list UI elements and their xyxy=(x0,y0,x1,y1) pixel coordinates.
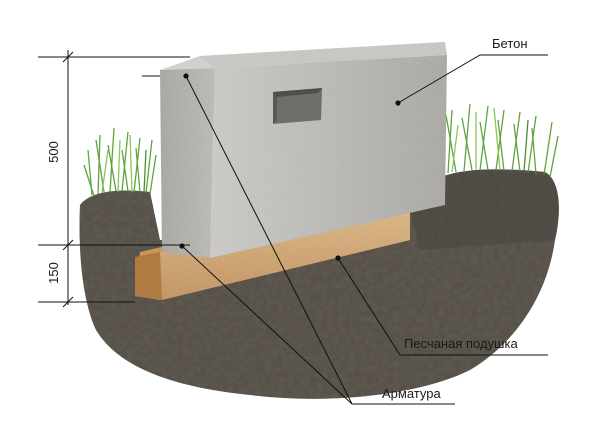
dimension-lines xyxy=(38,50,190,308)
label-concrete: Бетон xyxy=(492,36,528,51)
grass-right xyxy=(431,103,559,178)
label-rebar: Арматура xyxy=(382,386,441,401)
leader-rebar-bottom xyxy=(181,245,455,405)
sand-cushion xyxy=(135,210,410,300)
leader-lines xyxy=(181,54,548,405)
soil-mound xyxy=(79,169,559,399)
dimension-upper: 500 xyxy=(46,141,61,163)
dimension-lower: 150 xyxy=(46,262,61,284)
label-sand-cushion: Песчаная подушка xyxy=(404,336,518,351)
leader-sand xyxy=(337,257,548,356)
vent-opening xyxy=(273,88,322,124)
grass-left xyxy=(83,127,157,197)
leader-concrete xyxy=(397,54,548,104)
concrete-block xyxy=(160,42,447,258)
leader-rebar-top xyxy=(185,75,353,405)
